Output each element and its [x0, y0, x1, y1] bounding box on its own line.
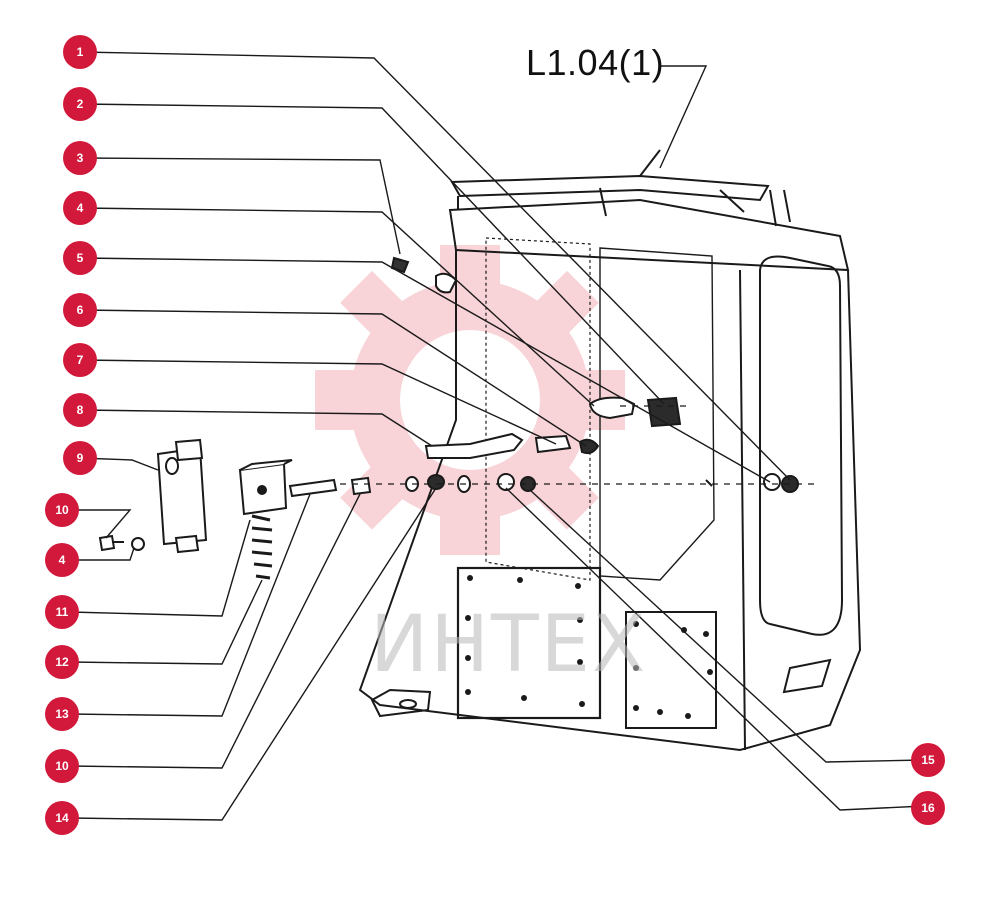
svg-text:10: 10 [55, 503, 69, 517]
svg-text:15: 15 [921, 753, 935, 767]
latch-parts [98, 256, 799, 580]
leader-lines [69, 51, 925, 821]
logo-watermark [315, 245, 625, 555]
callout-8: 8 [63, 393, 97, 427]
watermark-text: ИНТЕХ [370, 600, 648, 690]
callout-9: 9 [63, 441, 97, 475]
assembly-axis [340, 405, 820, 485]
callout-10-lower: 10 [45, 749, 79, 783]
svg-text:7: 7 [77, 353, 84, 367]
svg-text:13: 13 [55, 707, 69, 721]
svg-text:3: 3 [77, 151, 84, 165]
callout-5: 5 [63, 241, 97, 275]
callout-3: 3 [63, 141, 97, 175]
callout-12: 12 [45, 645, 79, 679]
svg-text:14: 14 [55, 811, 69, 825]
callout-13: 13 [45, 697, 79, 731]
svg-text:2: 2 [77, 97, 84, 111]
svg-text:11: 11 [56, 605, 69, 619]
callout-6: 6 [63, 293, 97, 327]
svg-text:4: 4 [59, 553, 66, 567]
svg-text:16: 16 [921, 801, 935, 815]
callouts: 1 2 3 4 5 6 7 8 9 10 4 11 12 13 10 14 15… [45, 35, 945, 835]
callout-1: 1 [63, 35, 97, 69]
callout-11: 11 [45, 595, 79, 629]
svg-text:8: 8 [77, 403, 84, 417]
svg-text:1: 1 [77, 45, 84, 59]
callout-4-lower: 4 [45, 543, 79, 577]
svg-text:9: 9 [77, 451, 84, 465]
callout-15: 15 [911, 743, 945, 777]
callout-10-upper: 10 [45, 493, 79, 527]
callout-16: 16 [911, 791, 945, 825]
callout-2: 2 [63, 87, 97, 121]
callout-14: 14 [45, 801, 79, 835]
svg-text:4: 4 [77, 201, 84, 215]
cab-body [358, 149, 862, 752]
svg-text:10: 10 [55, 759, 69, 773]
diagram-title: L1.04(1) [526, 42, 665, 83]
panel-bolts [465, 575, 713, 719]
callout-4: 4 [63, 191, 97, 225]
svg-text:12: 12 [55, 655, 69, 669]
callout-7: 7 [63, 343, 97, 377]
svg-text:5: 5 [77, 251, 84, 265]
svg-text:6: 6 [77, 303, 84, 317]
